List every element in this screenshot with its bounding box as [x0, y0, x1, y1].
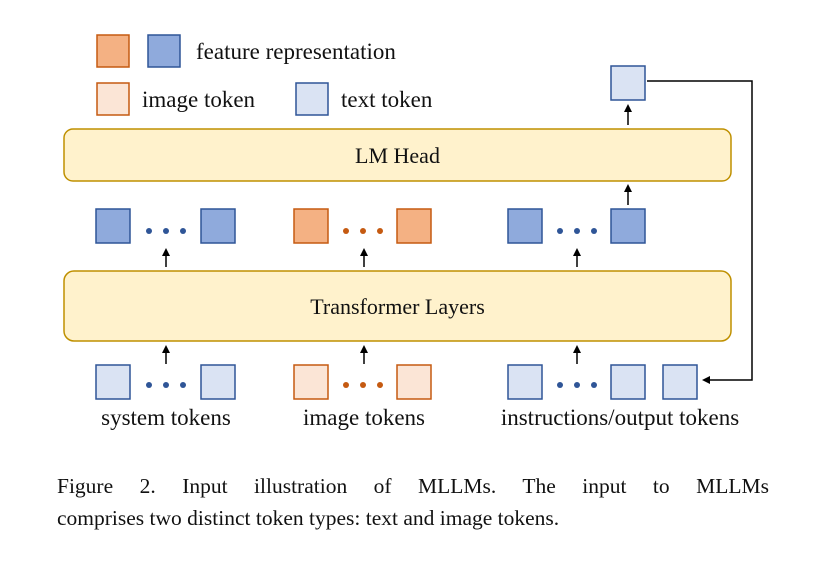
- transformer-block: [63, 270, 732, 342]
- input-instr-appended: [662, 364, 698, 400]
- dot: [163, 228, 169, 234]
- feature-instr-last: [610, 208, 646, 244]
- output-text-token: [610, 65, 646, 101]
- caption-line-1: Figure 2. Input illustration of MLLMs. T…: [57, 474, 769, 498]
- feedback-arrow: [647, 80, 753, 384]
- feature-system-last: [200, 208, 236, 244]
- dot: [591, 382, 597, 388]
- dot: [343, 382, 349, 388]
- dot: [377, 382, 383, 388]
- dot: [180, 228, 186, 234]
- dot: [343, 228, 349, 234]
- input-system-first: [95, 364, 131, 400]
- diagram: [63, 34, 753, 400]
- dot: [163, 382, 169, 388]
- legend-feature-label: feature representation: [196, 39, 396, 64]
- legend-text-token-label: text token: [341, 87, 433, 112]
- lm-head-block: [63, 128, 732, 182]
- feature-system-first: [95, 208, 131, 244]
- input-instr-last: [610, 364, 646, 400]
- input-image-last: [396, 364, 432, 400]
- system-tokens-label: system tokens: [101, 405, 231, 430]
- feature-image-first: [293, 208, 329, 244]
- legend-feature-blue-swatch: [147, 34, 181, 68]
- feature-image-last: [396, 208, 432, 244]
- dot: [360, 382, 366, 388]
- dot: [574, 228, 580, 234]
- feature-instr-first: [507, 208, 543, 244]
- legend-feature-orange-swatch: [96, 34, 130, 68]
- dot: [557, 382, 563, 388]
- dot: [360, 228, 366, 234]
- dot: [146, 382, 152, 388]
- instructions-tokens-label: instructions/output tokens: [500, 405, 740, 430]
- input-system-last: [200, 364, 236, 400]
- legend-image-token-swatch: [96, 82, 130, 116]
- lm-head-label: LM Head: [355, 143, 440, 168]
- dot: [180, 382, 186, 388]
- legend-text-token-swatch: [295, 82, 329, 116]
- figure-caption: Figure 2. Input illustration of MLLMs. T…: [57, 470, 769, 535]
- legend-image-token-label: image token: [142, 87, 256, 112]
- image-tokens-label: image tokens: [303, 405, 425, 430]
- dot: [557, 228, 563, 234]
- dot: [146, 228, 152, 234]
- dot: [591, 228, 597, 234]
- input-instr-first: [507, 364, 543, 400]
- input-image-first: [293, 364, 329, 400]
- transformer-label: Transformer Layers: [310, 294, 485, 319]
- dot: [377, 228, 383, 234]
- dot: [574, 382, 580, 388]
- caption-line-2: comprises two distinct token types: text…: [57, 506, 560, 531]
